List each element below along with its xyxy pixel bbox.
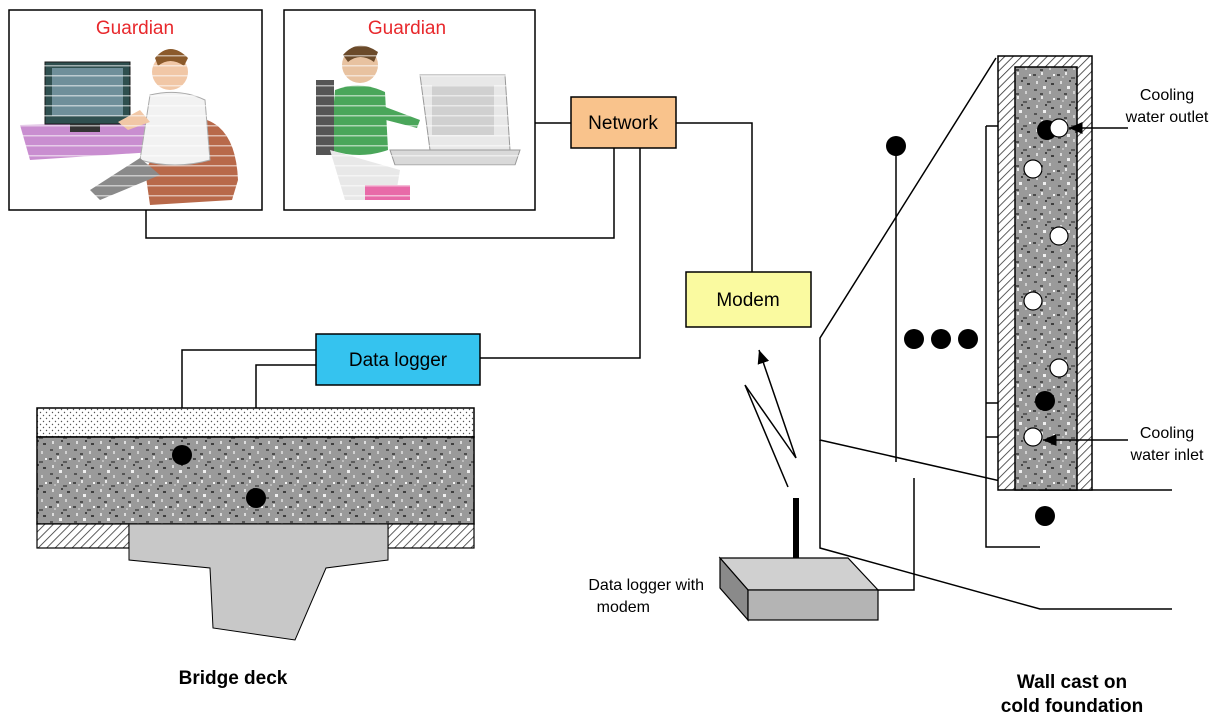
bridge-deck-caption: Bridge deck <box>179 668 288 689</box>
sensor-dot <box>958 329 978 349</box>
cooling-inlet-label-1: Cooling <box>1140 425 1194 442</box>
cooling-pipe <box>1049 358 1069 378</box>
cooling-pipe <box>1049 226 1069 246</box>
guardian-panel-2: Guardian <box>283 9 536 211</box>
wall-caption-line-1: Wall cast on <box>1017 672 1127 693</box>
sensor-dot <box>1035 506 1055 526</box>
bridge-deck: Bridge deck <box>36 407 475 689</box>
guardian-label-1: Guardian <box>96 18 174 39</box>
wireless-signal-icon <box>744 349 799 573</box>
cooling-outlet-label-2: water outlet <box>1125 109 1209 126</box>
modem-box: Modem <box>685 271 812 328</box>
sensor-dot <box>1035 391 1055 411</box>
guardian-panel-1: Guardian <box>8 9 263 211</box>
sensor-dot <box>904 329 924 349</box>
network-label: Network <box>588 113 658 134</box>
data-logger-with-modem: Data logger with modem <box>588 556 880 622</box>
data-logger-box: Data logger <box>315 333 481 386</box>
sensor-dot <box>931 329 951 349</box>
network-box: Network <box>570 96 677 149</box>
person-at-computer-icon <box>18 45 248 205</box>
cooling-pipe <box>1049 118 1069 138</box>
logger-modem-label-1: Data logger with <box>588 577 704 594</box>
cooling-pipe <box>1023 291 1043 311</box>
sensor-dot <box>172 445 192 465</box>
wall-caption-line-2: cold foundation <box>1001 696 1143 717</box>
data-logger-label: Data logger <box>349 350 448 371</box>
modem-label: Modem <box>716 290 779 311</box>
wall-structure: Cooling water outlet Cooling water inlet… <box>819 55 1209 717</box>
cooling-pipe <box>1023 427 1043 447</box>
logger-modem-label-2: modem <box>597 599 650 616</box>
sensor-dot <box>886 136 906 156</box>
cooling-pipe <box>1023 159 1043 179</box>
guardian-label-2: Guardian <box>368 18 446 39</box>
person-at-computer-icon <box>292 45 527 200</box>
sensor-dot <box>246 488 266 508</box>
cooling-outlet-label-1: Cooling <box>1140 87 1194 104</box>
cooling-inlet-label-2: water inlet <box>1130 447 1204 464</box>
